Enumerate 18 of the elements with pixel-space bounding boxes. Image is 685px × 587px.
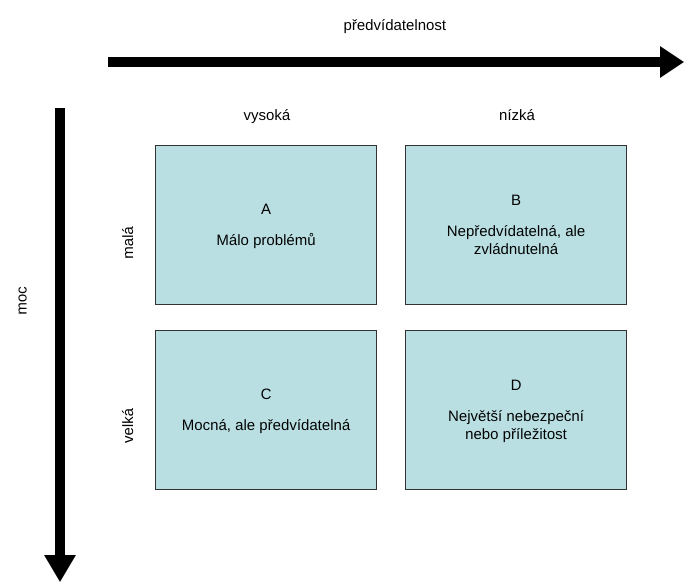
quadrant-letter: B xyxy=(510,192,521,208)
row-header: malá xyxy=(119,226,136,258)
column-header: vysoká xyxy=(244,106,290,124)
quadrant-box xyxy=(405,330,627,490)
quadrant-box xyxy=(155,330,377,490)
axis-label: moc xyxy=(14,286,31,314)
quadrant-description: Nepředvídatelná, ale zvládnutelná xyxy=(446,222,586,258)
quadrant-description: Málo problémů xyxy=(215,232,317,250)
quadrant-letter: D xyxy=(510,376,522,394)
quadrant-box xyxy=(155,145,377,305)
quadrant-description: Největší nebezpeční nebo příležitost xyxy=(447,408,585,444)
column-header: nízká xyxy=(499,106,535,124)
row-header: velká xyxy=(120,407,137,443)
quadrant-description: Mocná, ale předvídatelná xyxy=(181,416,351,434)
axis-label: předvídatelnost xyxy=(344,16,446,34)
quadrant-box xyxy=(405,145,627,305)
quadrant-letter: A xyxy=(260,200,271,218)
quadrant-letter: C xyxy=(260,386,272,402)
